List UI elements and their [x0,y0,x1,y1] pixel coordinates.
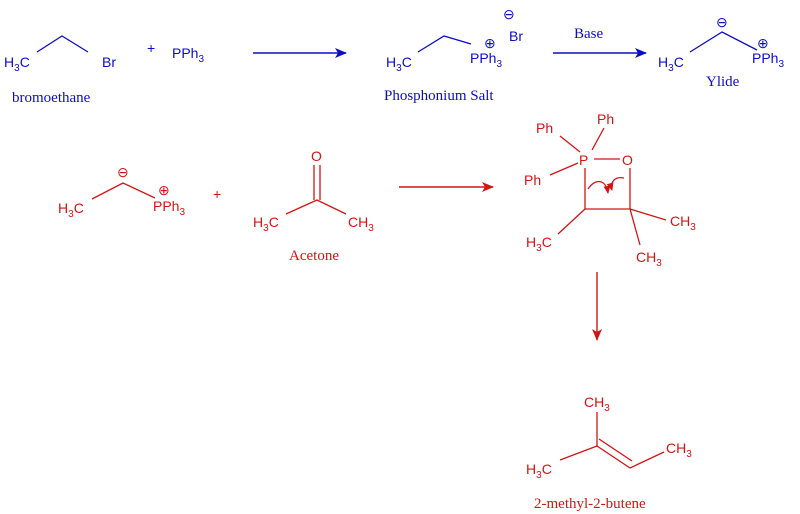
salt-h3c: H3C [386,54,412,74]
ring-h3c: H3C [526,234,552,254]
acetone-ch3: CH3 [348,214,374,234]
product-ch3-top: CH3 [584,394,610,414]
bromine-label: Br [102,54,116,70]
salt-positive-charge: ⊕ [484,35,496,51]
ring-ch3-bottom: CH3 [636,249,662,269]
curved-arrow-right [606,177,625,191]
product-double-bond-a [596,445,631,469]
bromide-negative-charge: ⊖ [503,6,515,22]
phosphonium-salt: H3C PPh3 ⊕ ⊖ Br Phosphonium Salt [384,6,523,104]
product-right-methyl-bond [629,451,665,469]
base-label: Base [574,26,604,42]
four-ring-bonds [584,158,631,210]
ylide-caption: Ylide [706,74,740,90]
phenyl-label-3: Ph [524,172,541,188]
plus-sign-1: + [147,40,155,56]
ylide-blue-negative-charge: ⊖ [716,14,728,30]
bromoethane: H3C Br bromoethane [4,35,116,106]
bromide-label: Br [509,28,523,44]
phenyl-label-2: Ph [597,111,614,127]
ylide-red-negative-charge: ⊖ [117,164,129,180]
acetone: O H3C CH3 Acetone [253,148,374,264]
ylide-red-pph3: PPh3 [153,198,185,218]
ylide-red: H3C ⊖ ⊕ PPh3 [58,164,185,220]
product-left-methyl-bond [559,445,598,461]
phosphonium-salt-caption: Phosphonium Salt [384,88,494,104]
phenyl-bonds [549,127,605,176]
acetone-oxygen: O [311,148,322,164]
phenyl-label-1: Ph [536,120,553,136]
phosphorus-label: P [579,152,588,168]
acetone-caption: Acetone [289,248,339,264]
product-ch3-right: CH3 [666,440,692,460]
plus-sign-2: + [213,186,221,202]
ylide-red-h3c: H3C [58,200,84,220]
ring-oxygen-label: O [622,152,633,168]
ylide-blue-pph3: PPh3 [752,50,784,70]
product-h3c: H3C [526,461,552,481]
ring-ch3-right: CH3 [670,213,696,233]
ylide-red-bonds [91,182,156,200]
ylide-blue-positive-charge: ⊕ [757,35,769,51]
ylide-blue: H3C ⊖ ⊕ PPh3 Ylide [658,14,784,90]
ylide-blue-bonds [689,31,758,53]
salt-pph3: PPh3 [470,50,502,70]
acetone-h3c: H3C [253,214,279,234]
salt-bonds [417,35,472,53]
curved-arrow-left [587,180,611,194]
bromoethane-bonds [36,35,89,53]
product-2-methyl-2-butene: CH3 CH3 H3C 2-methyl-2-butene [526,394,692,512]
ring-substituent-bonds [557,208,667,246]
ylide-blue-h3c: H3C [658,54,684,74]
triphenylphosphine: PPh3 [172,45,204,65]
acetone-methyl-bonds [285,199,347,215]
product-double-bond-b [598,438,633,462]
product-caption: 2-methyl-2-butene [534,496,646,512]
oxaphosphetane: Ph Ph Ph P O H3C CH3 CH3 [524,111,696,269]
ylide-red-positive-charge: ⊕ [158,182,170,198]
bromoethane-caption: bromoethane [12,90,91,106]
bromoethane-h3c: H3C [4,54,30,74]
